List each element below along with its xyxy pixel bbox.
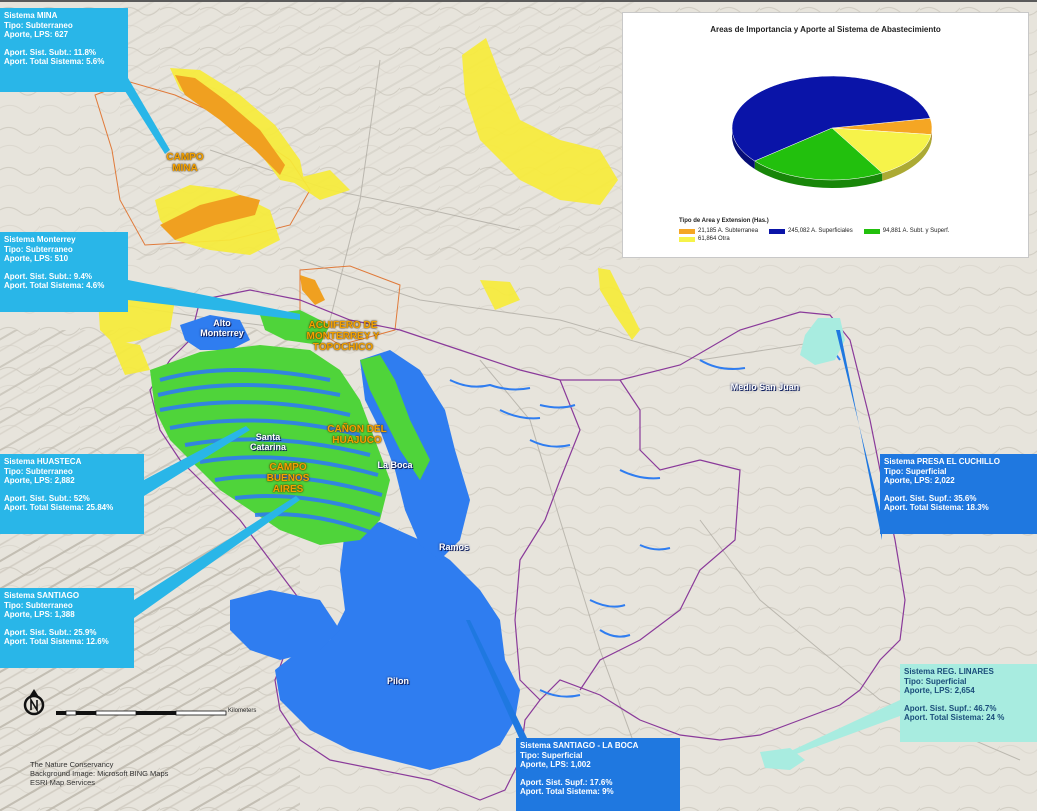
scale-unit: Kilometers [228, 708, 257, 714]
legend-label-subterranea: 21,185 A. Subterranea [698, 228, 759, 234]
credit-line-3: ESRI Map Services [30, 778, 96, 787]
callout-huasteca-title: Sistema HUASTECA [4, 457, 82, 466]
callout-santiago: Sistema SANTIAGO Tipo: Subterraneo Aport… [0, 588, 134, 668]
callout-huasteca-total: Aport. Total Sistema: 25.84% [4, 503, 114, 512]
label-pilon: Pilon [387, 676, 409, 686]
groundwater-areas [160, 75, 325, 305]
callout-monterrey-title: Sistema Monterrey [4, 235, 76, 244]
chart-title: Areas de Importancia y Aporte al Sistema… [710, 25, 941, 34]
legend-label-superficiales: 245,082 A. Superficiales [788, 228, 853, 234]
label-acuifero-monterrey: ACUIFERO DE MONTERREY Y TOPOCHICO [306, 320, 380, 353]
callout-linares-title: Sistema REG. LINARES [904, 667, 994, 676]
credit-line-2: Background Image: Microsoft BING Maps [30, 769, 169, 778]
callout-monterrey-tipo: Tipo: Subterraneo [4, 244, 73, 254]
legend-label-mixta: 94,881 A. Subt. y Superf. [882, 228, 950, 234]
callout-mina-aporte: Aporte, LPS: 627 [4, 30, 69, 39]
label-la-boca: La Boca [377, 460, 413, 470]
leader-linares [780, 700, 900, 760]
callout-mina-tipo: Tipo: Subterraneo [4, 20, 73, 30]
callout-santiago-title: Sistema SANTIAGO [4, 591, 80, 600]
callout-cuchillo-total: Aport. Total Sistema: 18.3% [884, 503, 989, 512]
callout-reg-linares: Sistema REG. LINARES Tipo: Superficial A… [900, 664, 1037, 742]
label-medio-san-juan: Medio San Juan [730, 382, 800, 392]
chart-legend: Tipo de Area y Extension (Has.) 21,185 A… [679, 217, 1019, 243]
label-canon-huajuco: CAÑON DEL HUAJUCO [327, 424, 387, 446]
callout-presa-el-cuchillo: Sistema PRESA EL CUCHILLO Tipo: Superfic… [880, 454, 1037, 534]
callout-linares-total: Aport. Total Sistema: 24 % [904, 713, 1005, 722]
callout-huasteca-subt: Aport. Sist. Subt.: 52% [4, 493, 90, 503]
chart-panel: Areas de Importancia y Aporte al Sistema… [622, 12, 1029, 258]
callout-laboca-title: Sistema SANTIAGO - LA BOCA [520, 741, 639, 750]
legend-label-otra: 61,864 Otra [698, 236, 730, 242]
callout-santiago-la-boca: Sistema SANTIAGO - LA BOCA Tipo: Superfi… [516, 738, 680, 811]
callout-monterrey: Sistema Monterrey Tipo: Subterraneo Apor… [0, 232, 128, 312]
callout-cuchillo-title: Sistema PRESA EL CUCHILLO [884, 457, 1001, 466]
north-arrow-icon [23, 689, 45, 716]
legend-swatch-mixta [863, 228, 880, 234]
legend-swatch-superficiales [769, 228, 786, 234]
scale-bar-graphic [56, 710, 227, 716]
callout-cuchillo-tipo: Tipo: Superficial [884, 466, 947, 476]
label-campo-mina: CAMPO MINA [166, 152, 204, 174]
callout-monterrey-subt: Aport. Sist. Subt.: 9.4% [4, 271, 93, 281]
callout-huasteca: Sistema HUASTECA Tipo: Subterraneo Aport… [0, 454, 144, 534]
label-campo-buenos-aires: CAMPO BUENOS AIRES [266, 462, 310, 495]
callout-mina: Sistema MINA Tipo: Subterraneo Aporte, L… [0, 8, 128, 92]
callout-mina-title: Sistema MINA [4, 11, 58, 20]
aquifer-stripes [157, 368, 383, 534]
legend-swatch-subterranea [679, 228, 695, 234]
callout-laboca-tipo: Tipo: Superficial [520, 750, 583, 760]
callout-huasteca-tipo: Tipo: Subterraneo [4, 466, 73, 476]
callout-linares-subt: Aport. Sist. Supf.: 46.7% [904, 703, 997, 713]
leader-santiago [134, 496, 300, 618]
reservoir-el-cuchillo [800, 318, 845, 365]
callout-laboca-aporte: Aporte, LPS: 1,002 [520, 760, 591, 769]
callout-santiago-total: Aport. Total Sistema: 12.6% [4, 637, 109, 646]
map-credits: The Nature Conservancy Background Image:… [30, 760, 168, 787]
credit-line-1: The Nature Conservancy [30, 760, 114, 769]
legend-swatch-otra [679, 236, 695, 242]
callout-monterrey-total: Aport. Total Sistema: 4.6% [4, 281, 105, 290]
leader-mina [118, 78, 170, 154]
leader-monterrey [128, 280, 300, 320]
label-santa-catarina: Santa Catarina [249, 432, 286, 452]
leader-huasteca [144, 426, 250, 496]
callout-huasteca-aporte: Aporte, LPS: 2,882 [4, 476, 75, 485]
label-ramos: Ramos [438, 542, 469, 552]
callout-monterrey-aporte: Aporte, LPS: 510 [4, 254, 69, 263]
mountain-relief-southwest [0, 540, 260, 811]
callout-mina-total: Aport. Total Sistema: 5.6% [4, 57, 105, 66]
legend-row: 21,185 A. Subterranea 245,082 A. Superfi… [679, 227, 1019, 235]
callout-santiago-subt: Aport. Sist. Subt.: 25.9% [4, 627, 97, 637]
label-alto-monterrey: Alto Monterrey [200, 318, 244, 338]
callout-linares-aporte: Aporte, LPS: 2,654 [904, 686, 975, 695]
callout-cuchillo-aporte: Aporte, LPS: 2,022 [884, 476, 955, 485]
legend-title: Tipo de Area y Extension (Has.) [679, 218, 769, 224]
callout-laboca-subt: Aport. Sist. Supf.: 17.6% [520, 777, 613, 787]
callout-santiago-tipo: Tipo: Subterraneo [4, 600, 73, 610]
legend-row-2: 61,864 Otra [679, 235, 1019, 243]
leader-laboca [466, 620, 528, 740]
callout-santiago-aporte: Aporte, LPS: 1,388 [4, 610, 75, 619]
scale-bar: Kilometers [56, 707, 266, 726]
callout-laboca-total: Aport. Total Sistema: 9% [520, 787, 614, 796]
callout-cuchillo-subt: Aport. Sist. Supf.: 35.6% [884, 493, 977, 503]
callout-mina-subt: Aport. Sist. Subt.: 11.8% [4, 47, 97, 57]
map-frame-top [0, 0, 1037, 2]
callout-linares-tipo: Tipo: Superficial [904, 676, 967, 686]
